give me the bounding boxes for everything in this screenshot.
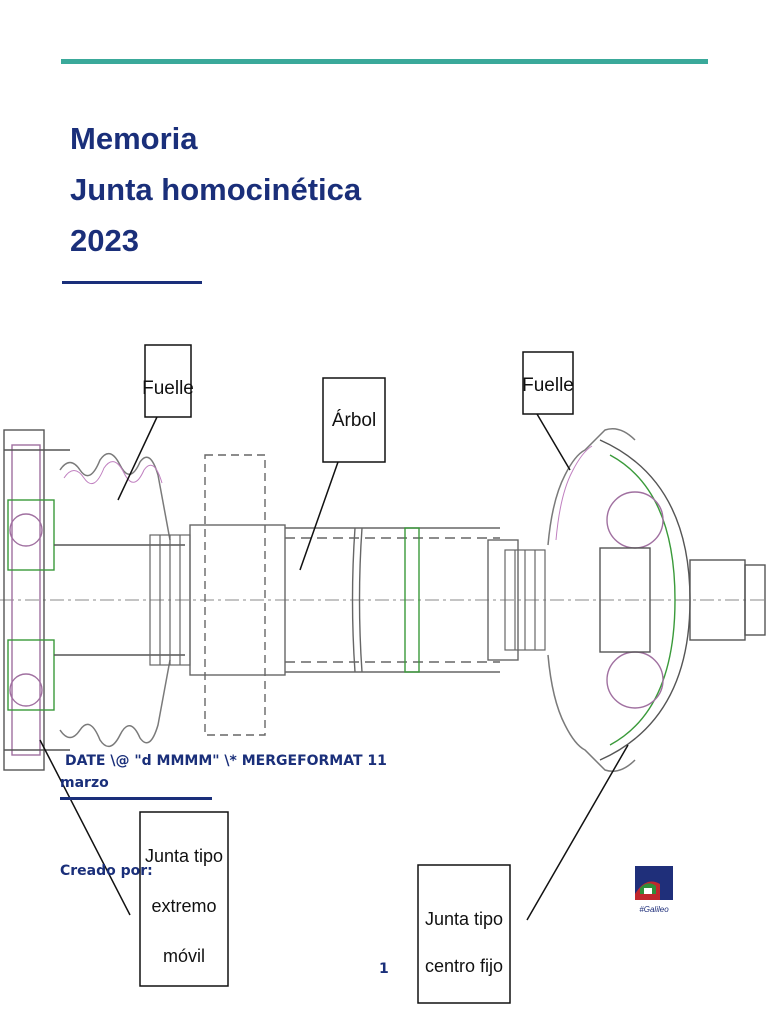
label-fuelle-right: Fuelle (522, 375, 574, 396)
label-fuelle-left: Fuelle (142, 378, 194, 399)
title-line-3: 2023 (70, 223, 139, 258)
label-arbol: Árbol (332, 410, 376, 431)
top-accent-rule (61, 59, 708, 64)
date-field-code: DATE \@ "d MMMM" \* MERGEFORMAT 11 (65, 753, 387, 769)
title-line-1: Memoria (70, 121, 198, 156)
label-junta-fija-line-2: centro fijo (425, 956, 503, 976)
created-by-label: Creado por: (60, 863, 153, 879)
date-field: DATE \@ "d MMMM" \* MERGEFORMAT 11 marzo (60, 750, 420, 794)
label-junta-movil-line-3: móvil (163, 946, 205, 966)
page-number: 1 (379, 961, 389, 977)
logo-wordmark: #Galileo (639, 905, 669, 914)
title-line-2: Junta homocinética (70, 172, 362, 207)
title-underline (62, 281, 202, 284)
date-field-month: marzo (60, 775, 109, 791)
label-junta-movil-line-1: Junta tipo (145, 846, 223, 866)
galileo-logo: #Galileo (635, 866, 673, 914)
label-junta-movil-line-2: extremo (151, 896, 216, 916)
document-title: Memoria Junta homocinética 2023 (70, 113, 361, 266)
label-junta-fija-line-1: Junta tipo (425, 909, 503, 929)
cv-joint-technical-drawing: Fuelle Árbol Fuelle Junta tipo extremo m… (0, 344, 768, 1004)
date-underline (60, 797, 212, 800)
